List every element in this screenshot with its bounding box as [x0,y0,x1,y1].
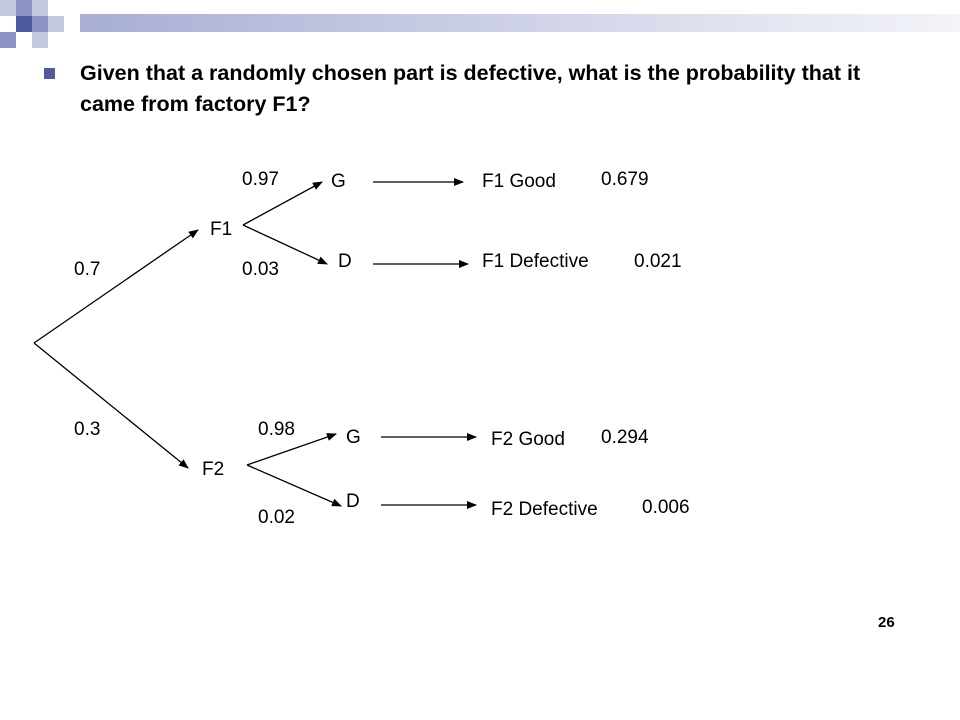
node-f2-defective: D [346,491,360,512]
deco-square [16,16,32,32]
prob-root-f1: 0.7 [74,259,101,280]
joint-f2-defective: 0.006 [642,497,690,518]
joint-f1-good: 0.679 [601,169,649,190]
header-decoration [0,0,960,48]
node-f1-good: G [331,171,346,192]
outcome-f2-good: F2 Good [491,429,565,450]
branch-root-f2 [33,342,189,469]
outcome-f1-defective: F1 Defective [482,251,589,272]
branch-f2-good [246,433,337,466]
deco-square [16,0,32,16]
joint-f2-good: 0.294 [601,427,649,448]
branch-f1-defective [242,224,328,265]
deco-square [0,32,16,48]
prob-f2-good: 0.98 [258,419,295,440]
branch-root-f1 [33,229,199,344]
prob-f2-defective: 0.02 [258,507,295,528]
page-number: 26 [878,614,895,631]
header-gradient-bar [80,14,960,32]
node-f2: F2 [202,459,225,480]
deco-square [48,16,64,32]
deco-square [0,0,16,16]
node-f1: F1 [210,219,233,240]
bullet-icon [44,68,55,79]
outcome-f1-good: F1 Good [482,171,556,192]
prob-f1-good: 0.97 [242,169,279,190]
prob-f1-defective: 0.03 [242,259,279,280]
prob-root-f2: 0.3 [74,419,101,440]
deco-square [32,16,48,32]
branch-f1-good [242,181,323,226]
branch-f2-defective [246,464,342,507]
node-f1-defective: D [338,251,352,272]
question-text: Given that a randomly chosen part is def… [80,61,861,116]
outcome-f2-defective: F2 Defective [491,499,598,520]
deco-square [32,0,48,16]
node-f2-good: G [346,427,361,448]
deco-square [32,32,48,48]
joint-f1-defective: 0.021 [634,251,682,272]
